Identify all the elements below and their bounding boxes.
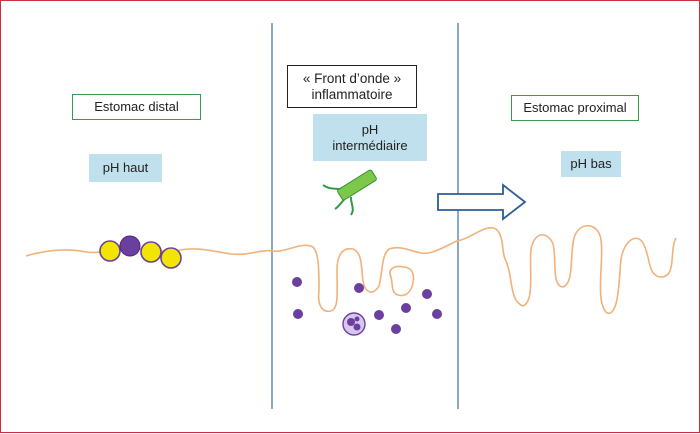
- label-proximal: Estomac proximal: [511, 95, 639, 121]
- ph-mid-box: pH intermédiaire: [313, 114, 427, 161]
- ph-high-text: pH haut: [102, 160, 149, 175]
- inflammatory-cell-icon: [354, 283, 364, 293]
- inflammatory-cell-icon: [391, 324, 401, 334]
- label-distal-text: Estomac distal: [94, 99, 179, 114]
- inflammatory-cell-icon: [401, 303, 411, 313]
- bacterium-purple: [119, 235, 141, 257]
- inflammatory-cell-icon: [422, 289, 432, 299]
- label-distal: Estomac distal: [72, 94, 201, 120]
- inflammatory-cell-icon: [292, 277, 302, 287]
- arrow-right-icon: [437, 183, 527, 221]
- label-front-line1: « Front d’onde »: [302, 70, 402, 86]
- bacterium-yellow-1: [99, 240, 121, 262]
- inflammatory-cell-icon: [374, 310, 384, 320]
- label-proximal-text: Estomac proximal: [523, 100, 627, 115]
- ph-high-box: pH haut: [89, 154, 162, 182]
- inflammatory-cell-icon: [293, 309, 303, 319]
- bacterium-icon: [322, 169, 377, 216]
- bacterium-yellow-3: [160, 247, 182, 269]
- inflammatory-cell-icon: [432, 309, 442, 319]
- neutrophil-icon: [342, 312, 366, 336]
- ph-mid-line1: pH: [361, 121, 379, 137]
- inflammatory-cells: [292, 277, 442, 334]
- label-inflammatory-front: « Front d’onde » inflammatoire: [287, 65, 417, 108]
- mucosa-line: [25, 224, 677, 314]
- ph-mid-line2: intermédiaire: [332, 137, 408, 153]
- ph-low-box: pH bas: [561, 151, 621, 177]
- label-front-line2: inflammatoire: [311, 86, 393, 102]
- bacterium-yellow-2: [140, 241, 162, 263]
- ph-low-text: pH bas: [570, 156, 612, 171]
- crypt-loop: [389, 265, 415, 297]
